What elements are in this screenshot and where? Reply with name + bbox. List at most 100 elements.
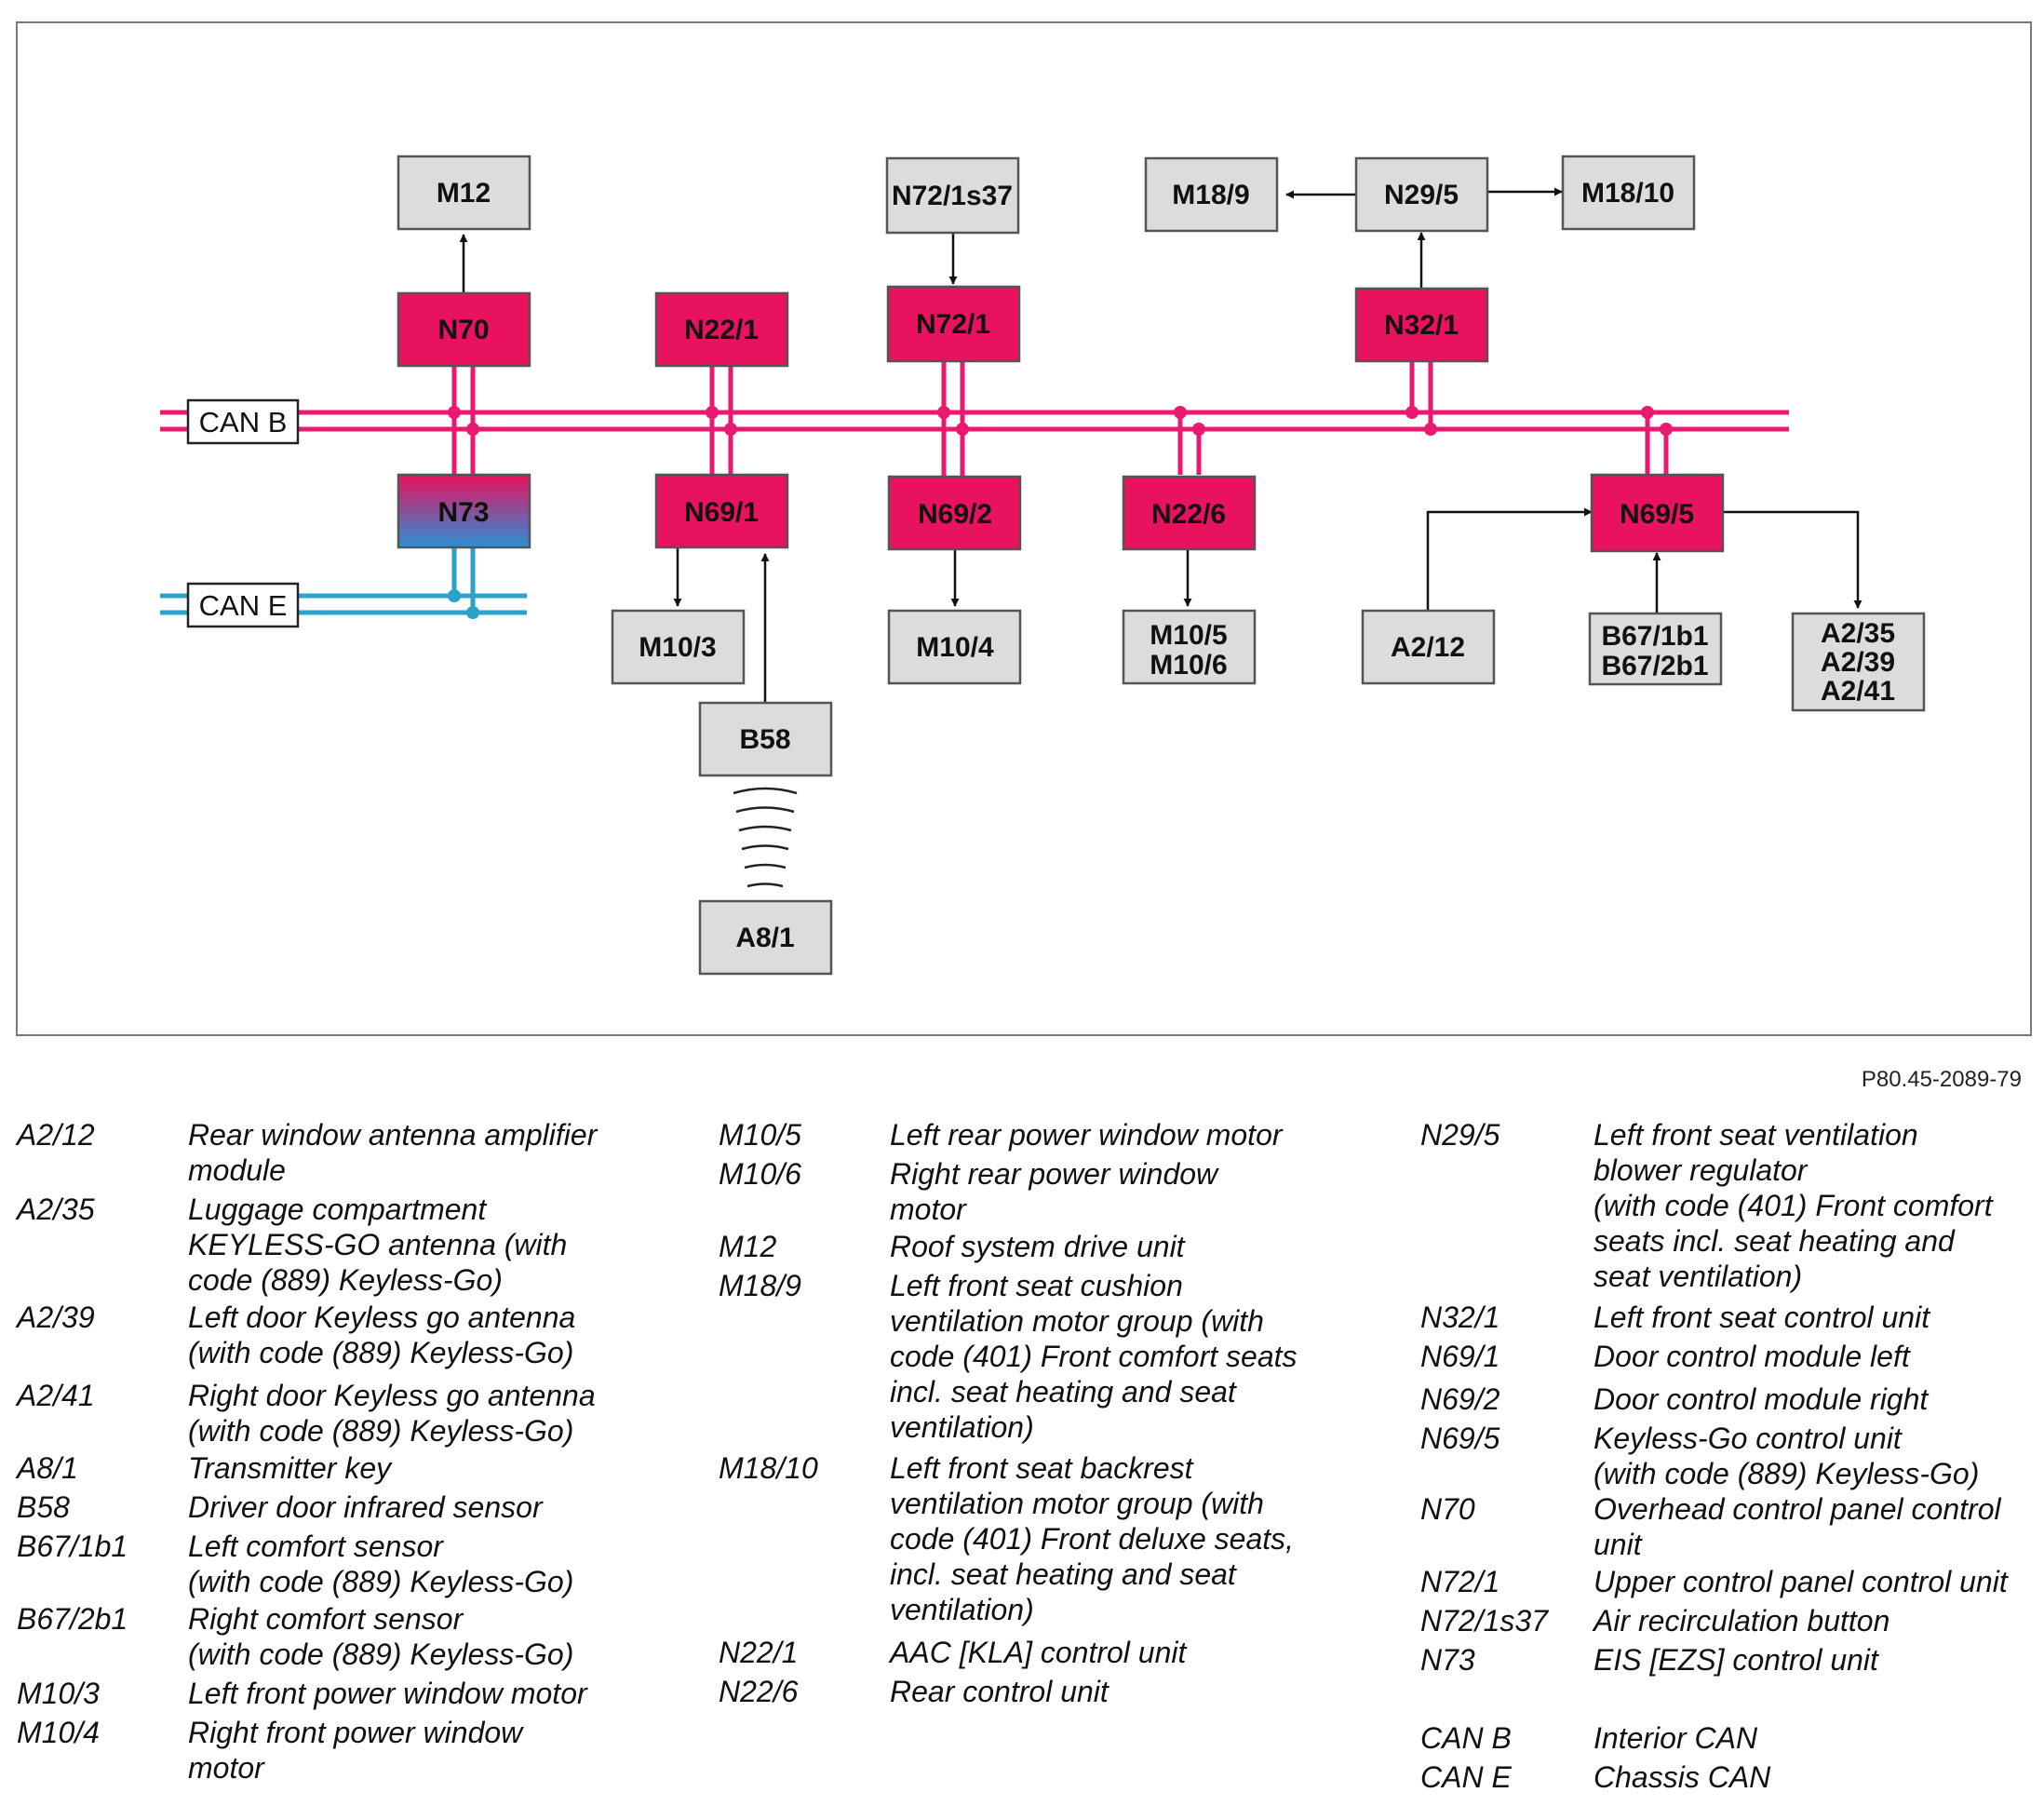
legend-description: Right door Keyless go antenna (with code…	[188, 1379, 596, 1448]
legend-description: Roof system drive unit	[890, 1230, 1185, 1263]
legend-description: Right rear power window motor	[890, 1157, 1218, 1226]
can-e-label: CAN E	[186, 582, 300, 628]
legend-description: Door control module right	[1594, 1382, 1929, 1416]
legend-code: N70	[1420, 1492, 1475, 1526]
legend-code: N73	[1420, 1643, 1475, 1677]
node-m10-3: M10/3	[611, 609, 746, 685]
legend-code: N69/1	[1420, 1340, 1500, 1373]
svg-text:N29/5: N29/5	[1384, 180, 1459, 210]
legend-code: M10/3	[17, 1677, 100, 1710]
legend-code: M12	[719, 1230, 777, 1263]
node-n73: N73	[397, 473, 531, 549]
svg-text:B67/2b1: B67/2b1	[1601, 651, 1708, 681]
node-n72-1: N72/1	[886, 285, 1021, 363]
legend-description: Interior CAN	[1594, 1721, 1758, 1755]
legend-code: A2/12	[17, 1118, 95, 1152]
svg-text:M10/6: M10/6	[1150, 650, 1227, 681]
infrared-signal-icon	[733, 787, 798, 888]
can-b-drops	[451, 361, 1669, 477]
legend-description: Keyless-Go control unit (with code (889)…	[1594, 1422, 1980, 1490]
svg-text:B58: B58	[739, 724, 790, 755]
svg-text:N69/1: N69/1	[684, 497, 759, 528]
legend-code: A2/41	[17, 1379, 95, 1412]
legend-code: N69/5	[1420, 1422, 1500, 1455]
legend-code: N72/1	[1420, 1565, 1500, 1598]
legend-description: Luggage compartment KEYLESS-GO antenna (…	[188, 1193, 568, 1297]
svg-text:M10/3: M10/3	[639, 632, 716, 663]
figure-reference: P80.45-2089-79	[1861, 1067, 2022, 1092]
legend-description: Rear window antenna amplifier module	[188, 1118, 598, 1187]
node-m12: M12	[397, 155, 531, 231]
node-n72-1s37: N72/1s37	[885, 156, 1020, 235]
legend-code: A2/35	[17, 1193, 95, 1226]
node-n70: N70	[397, 291, 531, 368]
svg-text:N70: N70	[437, 315, 489, 345]
legend-code: A2/39	[17, 1301, 95, 1334]
node-a2-12: A2/12	[1361, 609, 1496, 685]
svg-text:N73: N73	[437, 497, 489, 528]
legend-description: Left door Keyless go antenna (with code …	[188, 1301, 576, 1369]
legend-description: Right front power window motor	[188, 1716, 523, 1785]
legend-code: N32/1	[1420, 1301, 1500, 1334]
svg-text:M12: M12	[437, 178, 491, 209]
node-m18-10: M18/10	[1561, 155, 1696, 231]
legend-description: Transmitter key	[188, 1451, 392, 1485]
legend-description: Air recirculation button	[1594, 1604, 1890, 1638]
svg-text:N69/5: N69/5	[1620, 499, 1694, 530]
node-n29-5: N29/5	[1354, 156, 1489, 233]
legend-description: Upper control panel control unit	[1594, 1565, 2008, 1598]
svg-text:M10/5: M10/5	[1150, 620, 1227, 651]
node-n69-5: N69/5	[1590, 473, 1725, 553]
svg-text:M18/10: M18/10	[1581, 178, 1674, 209]
node-a2-antennas: A2/35 A2/39 A2/41	[1791, 612, 1926, 712]
node-b58: B58	[698, 701, 833, 777]
legend-code: N72/1s37	[1420, 1604, 1548, 1638]
legend-description: Left front seat control unit	[1594, 1301, 1930, 1334]
legend-code: B67/1b1	[17, 1530, 128, 1563]
svg-text:N72/1: N72/1	[916, 309, 990, 340]
svg-text:CAN B: CAN B	[199, 406, 288, 438]
legend-code: M18/9	[719, 1269, 801, 1302]
legend-description: AAC [KLA] control unit	[890, 1636, 1187, 1669]
node-m10-4: M10/4	[887, 609, 1022, 685]
legend-code: M10/5	[719, 1118, 801, 1152]
legend-description: Left front seat backrest ventilation mot…	[890, 1451, 1295, 1626]
legend-description: Door control module left	[1594, 1340, 1910, 1373]
can-e-junctions	[448, 589, 479, 619]
legend-code: M10/6	[719, 1157, 801, 1191]
can-network-diagram: CAN B CAN E N70 N22/1 N72/	[16, 21, 2032, 1036]
legend-description: Left rear power window motor	[890, 1118, 1283, 1152]
can-e-drops	[451, 547, 476, 613]
legend-description: Left front seat ventilation blower regul…	[1594, 1118, 1993, 1293]
legend-code: CAN E	[1420, 1760, 1512, 1794]
diagram-frame	[16, 21, 2032, 1036]
legend-code: B58	[17, 1490, 70, 1524]
legend-description: Overhead control panel control unit	[1594, 1492, 2001, 1561]
svg-text:CAN E: CAN E	[199, 589, 288, 622]
svg-text:B67/1b1: B67/1b1	[1601, 621, 1708, 652]
legend-code: N29/5	[1420, 1118, 1500, 1152]
legend-description: EIS [EZS] control unit	[1594, 1643, 1878, 1677]
can-b-label: CAN B	[186, 398, 300, 445]
node-m10-5-m10-6: M10/5 M10/6	[1122, 609, 1257, 685]
node-n69-1: N69/1	[654, 473, 789, 549]
node-a8-1: A8/1	[698, 899, 833, 976]
svg-text:M10/4: M10/4	[916, 632, 994, 663]
legend-description: Driver door infrared sensor	[188, 1490, 543, 1524]
legend-description: Right comfort sensor (with code (889) Ke…	[188, 1602, 574, 1671]
legend-description: Left front power window motor	[188, 1677, 587, 1710]
legend-description: Left front seat cushion ventilation moto…	[890, 1269, 1298, 1444]
legend-code: B67/2b1	[17, 1602, 128, 1636]
svg-text:N69/2: N69/2	[918, 499, 992, 530]
legend-description: Chassis CAN	[1594, 1760, 1771, 1794]
svg-text:N22/6: N22/6	[1151, 499, 1226, 530]
legend-code: M10/4	[17, 1716, 100, 1749]
legend-code: M18/10	[719, 1451, 818, 1485]
legend-code: A8/1	[17, 1451, 78, 1485]
node-m18-9: M18/9	[1144, 156, 1279, 233]
svg-text:A2/35: A2/35	[1821, 618, 1895, 649]
svg-text:N22/1: N22/1	[684, 315, 759, 345]
svg-text:A2/12: A2/12	[1391, 632, 1465, 663]
node-n32-1: N32/1	[1354, 287, 1489, 363]
node-b67-sensors: B67/1b1 B67/2b1	[1588, 612, 1723, 686]
